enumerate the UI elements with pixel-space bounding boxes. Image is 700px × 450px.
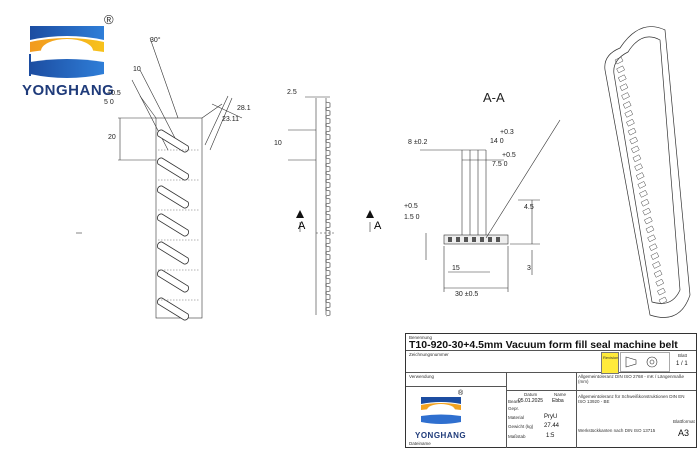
slot-hole (157, 241, 189, 265)
slot-hole (157, 129, 189, 153)
loop-slot (652, 261, 661, 269)
loop-slot (619, 83, 629, 92)
dim-30: 30 ±0.5 (455, 291, 479, 298)
section-arrow-icon (296, 210, 304, 218)
sheet-label: Blatt (678, 353, 688, 358)
tolerance-label: Allgemeintoleranz DIN ISO 2768 - mK / Lä… (578, 374, 685, 384)
material-label: Material (508, 415, 525, 420)
logo-mark-icon (29, 26, 104, 78)
created-date: 05.01.2025 (518, 398, 544, 404)
section-arrow-icon (366, 210, 374, 218)
loop-slot (629, 136, 639, 145)
loop-slot (650, 252, 660, 260)
format-label: Blattformat (673, 419, 695, 424)
loop-slot (637, 181, 647, 189)
dim-20: 20 (108, 134, 116, 141)
dim-14-tol: +0.3 (500, 129, 514, 136)
brand-logo (22, 18, 132, 103)
loop-slot (642, 207, 652, 216)
revision-box: Revision (601, 352, 619, 374)
loop-slot (622, 101, 632, 109)
loop-slot (645, 225, 655, 234)
loop-slot (658, 296, 668, 305)
dim-tol-top: +0.5 (107, 90, 121, 97)
weld-label: Allgemeintoleranz für Schweißkonstruktio… (578, 394, 685, 404)
title-brand-name: YONGHANG (415, 431, 467, 440)
loop-slot (617, 74, 627, 83)
dim-5: 5 0 (104, 99, 114, 106)
dim-angle: 30° (150, 37, 161, 44)
dim-10: 10 (133, 66, 141, 73)
loop-slot (614, 56, 624, 65)
dim-10b: 10 (274, 140, 282, 147)
slot-hole (157, 213, 189, 237)
projection-symbol-icon (620, 352, 670, 372)
slot-hole (157, 157, 189, 181)
loop-slot (639, 189, 648, 198)
belt-loop-3d (604, 26, 691, 318)
dim-3: 3 (527, 265, 531, 272)
loop-slot (621, 92, 630, 100)
dim-8: 8 ±0.2 (408, 139, 428, 146)
file-label: Dateiname (409, 441, 431, 446)
loop-slot (616, 65, 625, 74)
technical-drawing (76, 26, 691, 321)
date-label: Datum (524, 392, 538, 397)
checked-label: Gepr. (508, 406, 520, 411)
slot-hole (157, 269, 189, 293)
loop-slot (647, 234, 656, 243)
loop-slot (635, 172, 645, 180)
loop-slot (632, 154, 642, 163)
title-logo-icon (421, 397, 461, 424)
dim-7-5-tol: +0.5 (502, 152, 516, 159)
section-marker-a-right: A (374, 220, 382, 232)
sheet-value: 1 / 1 (676, 361, 688, 367)
dim-28-1: 28.1 (237, 105, 251, 112)
loop-slot (626, 118, 635, 127)
weight-label: Gewicht (kg) (508, 424, 534, 429)
belt-front-view (155, 117, 203, 319)
dim-1-5: 1.5 0 (404, 214, 420, 221)
loop-slot (643, 216, 653, 225)
scale-label: Maßstab (508, 434, 526, 439)
loop-slot (634, 163, 643, 172)
dim-14: 14 0 (490, 138, 504, 145)
loop-slot (653, 269, 663, 278)
brand-name: YONGHANG (22, 82, 115, 99)
loop-slot (648, 243, 658, 252)
title-block: Benennung T10-920-30+4.5mm Vacuum form f… (405, 333, 697, 448)
slot-hole (157, 185, 189, 209)
section-marker-a-left: A (298, 220, 306, 232)
dim-4-5: 4.5 (524, 204, 534, 211)
loop-slot (657, 287, 666, 296)
dim-2-5: 2.5 (287, 89, 297, 96)
drawing-title: T10-920-30+4.5mm Vacuum form fill seal m… (409, 339, 678, 351)
name-label: Name (554, 392, 567, 397)
surface-label: Werkstückkanten nach DIN ISO 13715 (578, 428, 656, 433)
format-value: A3 (678, 428, 690, 438)
loop-slot (627, 127, 637, 136)
weight-value: 27.44 (544, 423, 560, 429)
header-label: Benennung (409, 335, 433, 340)
dim-1-5-tol: +0.5 (404, 203, 418, 210)
usage-label: Verwendung (409, 374, 435, 379)
slot-hole (157, 297, 189, 321)
created-label: Bearb. (508, 399, 522, 404)
registered-mark: ® (104, 12, 114, 27)
view-label: A-A (483, 90, 505, 105)
dim-15: 15 (452, 265, 460, 272)
scale-value: 1:5 (546, 433, 555, 439)
loop-slot (624, 109, 634, 118)
loop-slot (640, 198, 650, 207)
dim-7-5: 7.5 0 (492, 161, 508, 168)
title-registered-mark: ® (458, 390, 464, 397)
dim-23-11: 23.11 (222, 116, 239, 123)
loop-slot (630, 145, 640, 154)
created-name: Ebba (552, 398, 564, 404)
material-value: PryU (544, 414, 558, 420)
loop-slot (655, 278, 665, 287)
drawing-no-label: Zeichnungsnummer (409, 352, 449, 357)
